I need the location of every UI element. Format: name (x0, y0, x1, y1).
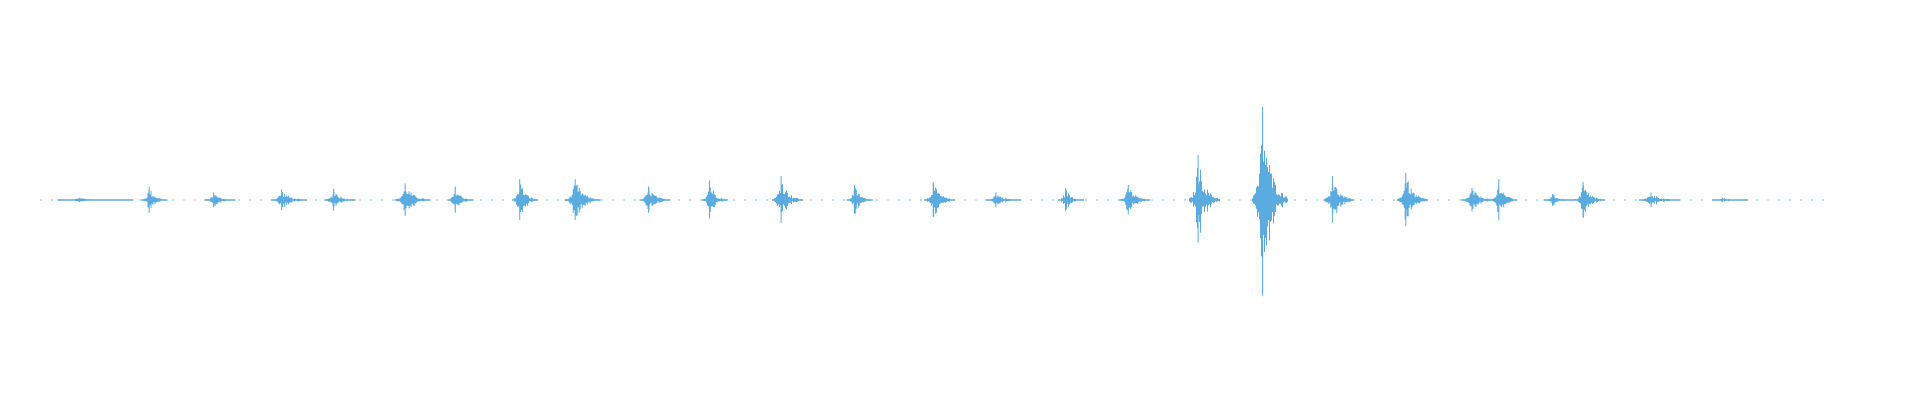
waveform-burst-path (57, 197, 134, 203)
waveform-burst-path (1058, 188, 1084, 212)
waveform-burst (1573, 182, 1605, 218)
waveform-burst-path (324, 188, 356, 211)
waveform-burst-path (924, 182, 956, 218)
waveform-burst-path (271, 189, 308, 210)
waveform-burst-path (1252, 107, 1288, 296)
waveform-layer (40, 107, 1830, 296)
waveform-burst-path (1491, 179, 1518, 220)
waveform-burst (924, 182, 956, 218)
waveform-burst (701, 180, 728, 219)
waveform-burst-path (985, 192, 1022, 208)
waveform-burst (57, 197, 134, 203)
waveform-burst-path (1119, 185, 1151, 215)
waveform-burst-path (1639, 192, 1680, 208)
waveform-burst-path (701, 180, 728, 219)
waveform-burst-path (1396, 173, 1428, 226)
waveform-burst (1639, 192, 1680, 208)
waveform-burst (204, 192, 236, 208)
waveform-burst (1323, 176, 1355, 223)
waveform-burst-path (1573, 182, 1605, 218)
waveform-burst (447, 186, 474, 213)
waveform-burst (1396, 173, 1428, 226)
waveform-burst (141, 186, 168, 213)
waveform-burst (985, 192, 1022, 208)
waveform-burst-path (1323, 176, 1355, 223)
waveform-burst (1058, 188, 1084, 212)
waveform-burst-path (141, 186, 168, 213)
waveform-burst-path (204, 192, 236, 208)
waveform-burst (1119, 185, 1151, 215)
waveform-burst (639, 186, 671, 213)
waveform-burst-path (1189, 155, 1220, 243)
waveform-burst-path (394, 183, 431, 216)
waveform-burst (1189, 155, 1220, 243)
waveform-burst (1491, 179, 1518, 220)
waveform-burst (512, 179, 539, 220)
waveform-burst (324, 188, 356, 211)
waveform-burst (1543, 194, 1575, 206)
waveform-burst-path (564, 179, 601, 220)
waveform-burst-path (512, 179, 539, 220)
waveform-burst (271, 189, 308, 210)
waveform-burst (1712, 197, 1749, 203)
waveform-burst (846, 185, 873, 215)
waveform-burst-path (846, 185, 873, 215)
waveform-burst (394, 183, 431, 216)
waveform-burst (772, 176, 803, 223)
waveform-burst-path (772, 176, 803, 223)
waveform-burst-path (639, 186, 671, 213)
waveform-burst-path (1712, 197, 1749, 203)
waveform-burst-path (447, 186, 474, 213)
waveform-burst (564, 179, 601, 220)
waveform-burst (1252, 107, 1288, 296)
waveform-burst-path (1543, 194, 1575, 206)
